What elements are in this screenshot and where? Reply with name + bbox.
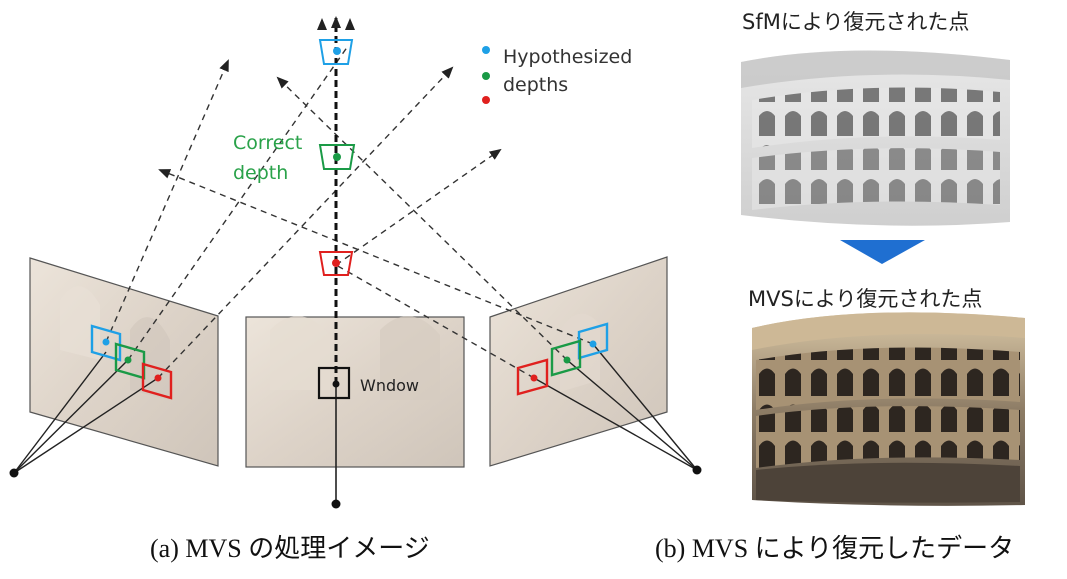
left-dot-green xyxy=(124,356,132,364)
legend-line1: Hypothesized xyxy=(503,46,632,68)
down-arrow-icon xyxy=(840,240,925,264)
center-camera-center xyxy=(331,499,341,509)
right-camera-center xyxy=(692,465,702,475)
sfm-point-cloud-image xyxy=(741,50,1010,226)
left-camera-center xyxy=(9,468,19,478)
caption-a: (a) MVS の処理イメージ xyxy=(150,534,430,563)
left-image-patches xyxy=(90,324,173,400)
right-dot-red xyxy=(530,374,538,382)
hypothesis-patch-blue xyxy=(318,39,354,65)
legend-dot-blue xyxy=(482,46,490,54)
projection-rays xyxy=(105,45,594,379)
window-box xyxy=(317,366,351,400)
legend-line2: depths xyxy=(503,74,568,96)
window-dot xyxy=(332,380,340,388)
right-dot-green xyxy=(563,356,571,364)
hypothesis-patch-green xyxy=(318,144,356,170)
center-image-plane xyxy=(245,316,465,468)
correct-depth-line1: Correct xyxy=(233,132,302,154)
correct-depth-line2: depth xyxy=(233,162,288,184)
camera-rays xyxy=(13,343,698,504)
left-dot-red xyxy=(154,374,162,382)
legend-dot-red xyxy=(482,96,490,104)
right-dot-blue xyxy=(589,340,597,348)
caption-b: (b) MVS により復元したデータ xyxy=(655,534,1015,563)
left-image-plane xyxy=(29,257,219,467)
right-image-patches xyxy=(516,322,609,396)
mvs-point-cloud-image xyxy=(752,312,1025,506)
legend: Hypothesized depths xyxy=(482,46,632,104)
sfm-title: SfMにより復元された点 xyxy=(742,10,970,34)
mvs-title: MVSにより復元された点 xyxy=(748,287,983,311)
legend-dot-green xyxy=(482,72,490,80)
right-image-plane xyxy=(489,256,668,467)
window-label: Wndow xyxy=(360,376,419,395)
hypothesis-patch-red xyxy=(318,251,354,276)
left-dot-blue xyxy=(102,338,110,346)
